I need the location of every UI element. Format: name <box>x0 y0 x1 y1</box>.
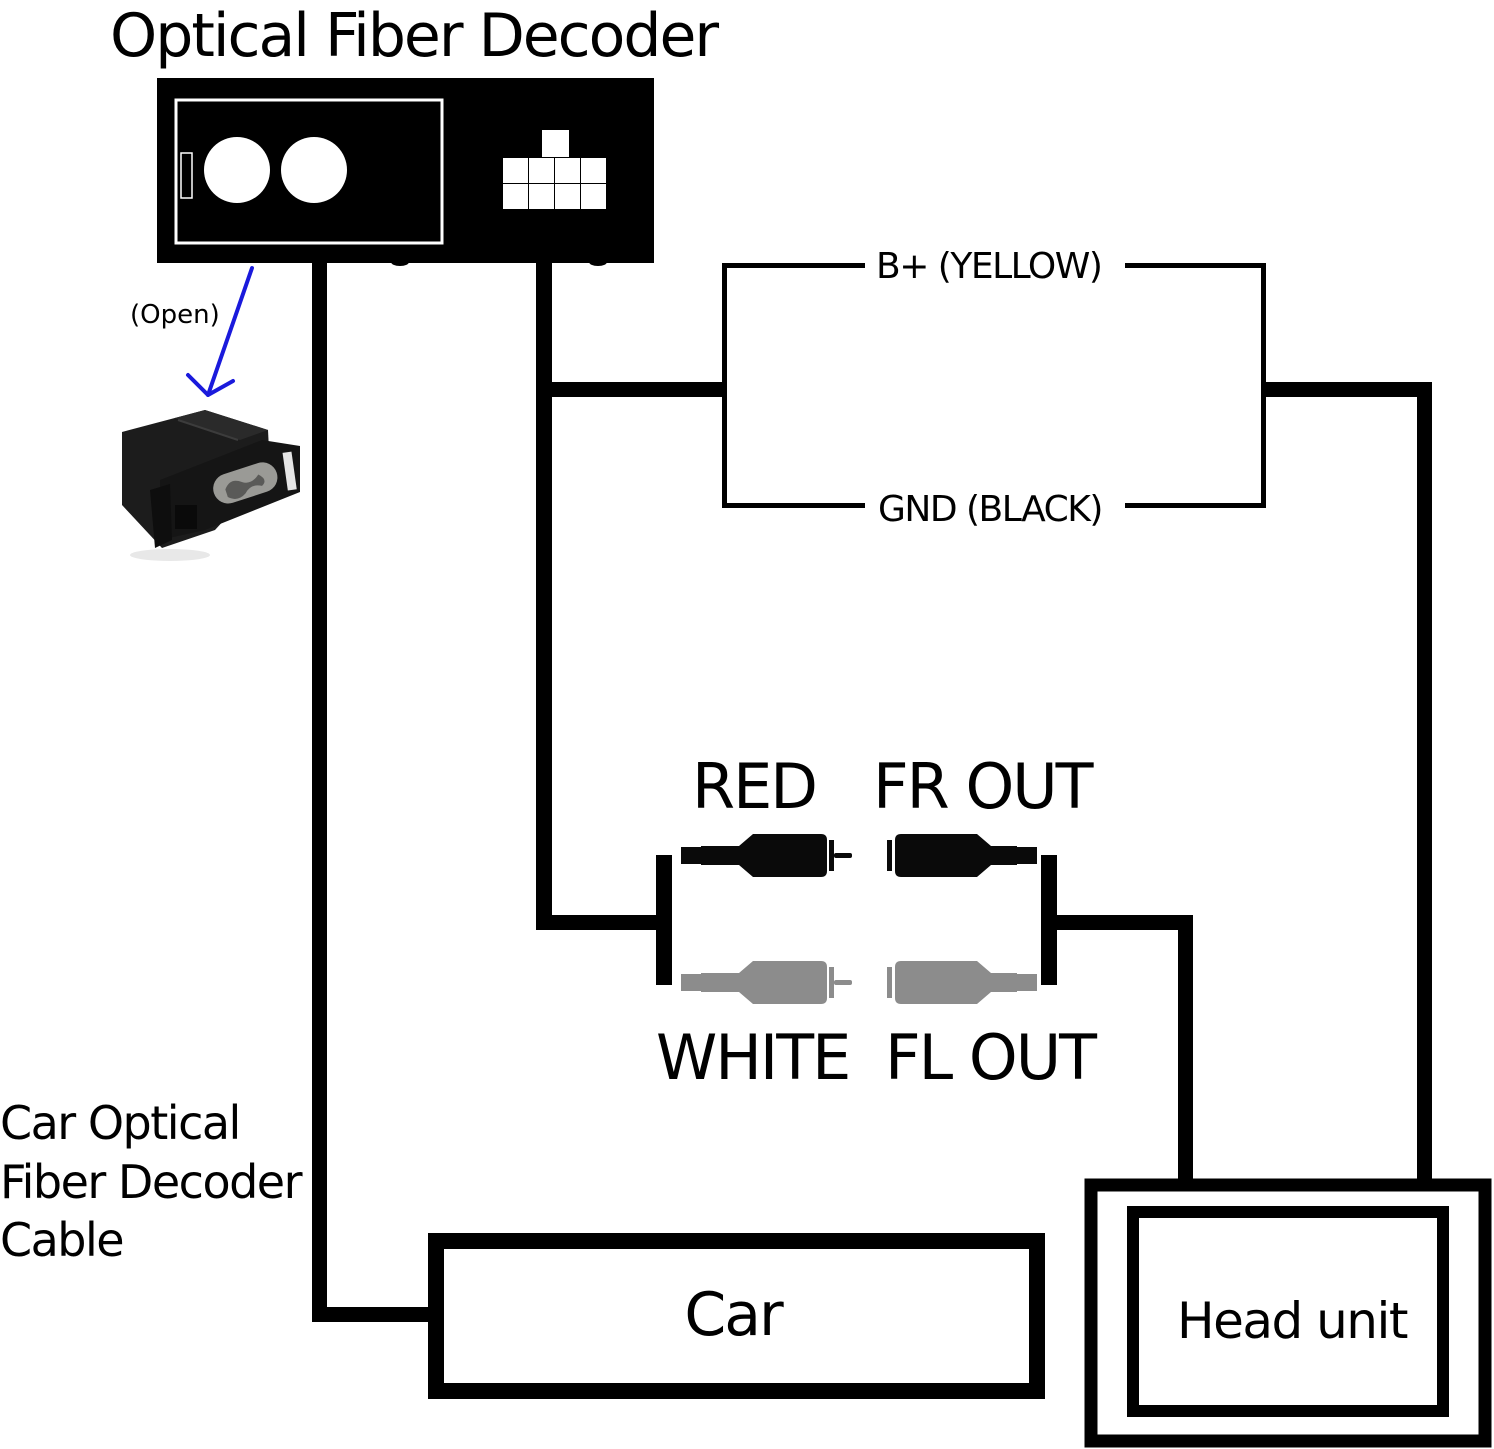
decoder-foot <box>391 258 409 266</box>
blue-arrow-icon <box>186 266 254 397</box>
white-label: WHITE <box>656 1021 849 1094</box>
fr-out-label: FR OUT <box>873 750 1095 823</box>
red-label: RED <box>692 750 816 823</box>
cable-label-line2: Fiber Decoder <box>0 1155 303 1209</box>
decoder-unit <box>157 78 654 266</box>
red-rca-female-plug-icon <box>887 834 1037 877</box>
power-branch <box>722 263 1432 1182</box>
harness-cable-line <box>536 262 726 930</box>
rca-right-bracket <box>1041 855 1193 1182</box>
rca-left-bracket <box>656 855 672 985</box>
cable-label-line3: Cable <box>0 1213 123 1267</box>
port-latch-icon <box>180 152 193 199</box>
open-note: (Open) <box>130 300 220 330</box>
bplus-wire-label: B+ (YELLOW) <box>876 246 1101 287</box>
gnd-wire-label: GND (BLACK) <box>878 489 1102 530</box>
optical-connector-image <box>122 410 300 561</box>
optical-port-circle-icon <box>204 137 270 203</box>
power-connector-pins-icon <box>503 130 606 209</box>
head-unit-box: Head unit <box>1084 1178 1492 1448</box>
red-rca-male-plug-icon <box>681 834 852 877</box>
white-rca-female-plug-icon <box>887 961 1037 1004</box>
diagram-title: Optical Fiber Decoder <box>110 1 719 71</box>
car-box: Car <box>428 1233 1045 1399</box>
optical-cable-line <box>312 262 432 1322</box>
cable-label-line1: Car Optical <box>0 1096 240 1150</box>
white-rca-male-plug-icon <box>681 961 852 1004</box>
fl-out-label: FL OUT <box>885 1021 1098 1094</box>
optical-port-circle-icon <box>281 137 347 203</box>
decoder-foot <box>589 258 607 266</box>
car-label: Car <box>684 1280 784 1350</box>
optical-port-frame <box>174 98 444 245</box>
head-unit-label: Head unit <box>1177 1292 1408 1350</box>
